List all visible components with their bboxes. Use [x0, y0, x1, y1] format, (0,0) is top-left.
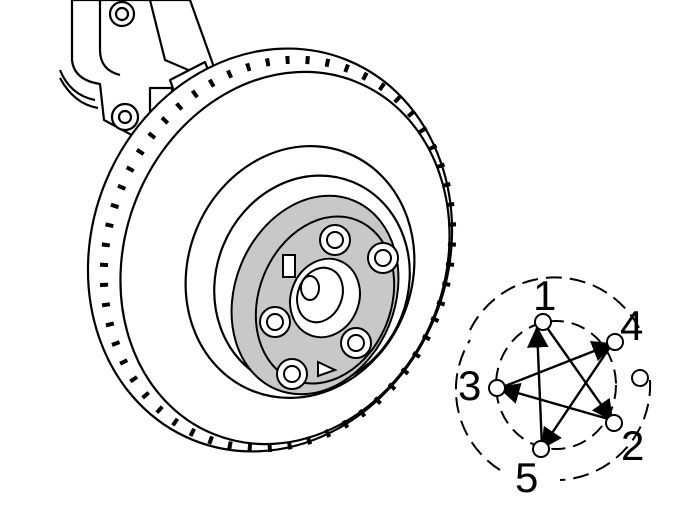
- sequence-star-lines: [497, 321, 615, 450]
- sequence-bolt-holes: [488, 313, 649, 458]
- bolt-hole-3: [488, 379, 506, 397]
- sequence-label-5: 5: [515, 454, 538, 501]
- sequence-label-2: 2: [621, 422, 644, 469]
- sequence-arrow-5-1: [527, 325, 549, 449]
- wheel-bolt: [259, 306, 291, 338]
- wheel-bolt: [319, 224, 351, 256]
- tightening-sequence-diagram: 1 2 3 4 5: [454, 272, 652, 501]
- valve-marker: [317, 360, 338, 378]
- sequence-label-4: 4: [620, 302, 643, 349]
- wheel-bolt: [340, 327, 372, 359]
- sequence-arrow-3-4: [499, 341, 615, 390]
- sequence-label-3: 3: [458, 362, 481, 409]
- wheel-bolt: [367, 242, 399, 274]
- sequence-arrow-4-5: [540, 343, 613, 450]
- bolt-hole-4: [606, 333, 624, 351]
- sequence-outer-arc: [454, 276, 652, 481]
- bolt-hole-extra: [631, 369, 649, 387]
- bolt-hole-5: [532, 440, 550, 458]
- guide-pin: [282, 254, 296, 278]
- sequence-arrow-1-2: [542, 321, 614, 422]
- wheel-bolt: [276, 358, 308, 390]
- bolt-hole-2: [605, 414, 623, 432]
- sequence-arrow-2-3: [497, 382, 613, 422]
- wheel-bolts: [259, 224, 399, 390]
- bolt-hole-1: [534, 313, 552, 331]
- sequence-label-1: 1: [533, 272, 556, 319]
